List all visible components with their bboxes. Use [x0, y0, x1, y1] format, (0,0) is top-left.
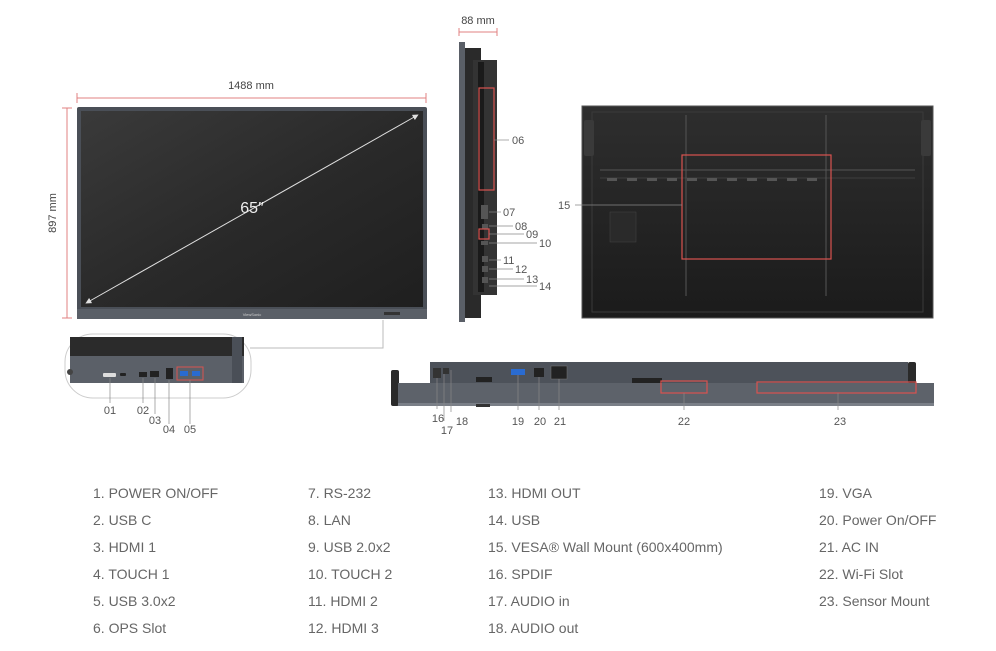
- legend-item: 20. Power On/OFF: [819, 512, 937, 528]
- vesa-mount-highlight: [681, 154, 832, 260]
- back-view: 15: [558, 105, 934, 319]
- legend-item: 13. HDMI OUT: [488, 485, 581, 501]
- side-view: 88 mm 06 07 08 09 10 11 12 13 14: [458, 15, 551, 322]
- legend-item: 4. TOUCH 1: [93, 566, 170, 582]
- callout-09: 09: [526, 229, 538, 241]
- callout-13: 13: [526, 274, 538, 286]
- callout-14: 14: [539, 281, 551, 293]
- callout-02: 02: [137, 405, 149, 417]
- callout-08: 08: [515, 221, 527, 233]
- callout-19: 19: [512, 416, 524, 428]
- legend-item: 11. HDMI 2: [308, 593, 378, 609]
- legend-item: 3. HDMI 1: [93, 539, 157, 555]
- callout-03: 03: [149, 415, 161, 427]
- usb-c-port-icon: [120, 373, 126, 376]
- callout-16: 16: [432, 413, 444, 425]
- hdmi1-port-icon: [139, 372, 147, 377]
- legend-column-2: 7. RS-232 8. LAN 9. USB 2.0x2 10. TOUCH …: [308, 484, 392, 646]
- legend-item: 12. HDMI 3: [308, 620, 379, 636]
- callout-05: 05: [184, 424, 196, 436]
- ops-slot-highlight: [478, 87, 495, 191]
- product-diagram: 1488 mm 897 mm ViewSonic 65″: [47, 15, 934, 437]
- legend-column-3: 13. HDMI OUT 14. USB 15. VESA® Wall Moun…: [488, 484, 723, 646]
- legend-item: 22. Wi-Fi Slot: [819, 566, 904, 582]
- callout-01: 01: [104, 405, 116, 417]
- callout-07: 07: [503, 207, 515, 219]
- legend-item: 1. POWER ON/OFF: [93, 485, 219, 501]
- callout-12: 12: [515, 264, 527, 276]
- callout-10: 10: [539, 238, 551, 250]
- legend-item: 6. OPS Slot: [93, 620, 167, 636]
- callout-20: 20: [534, 416, 546, 428]
- callout-21: 21: [554, 416, 566, 428]
- usb3-port-icon: [166, 368, 173, 379]
- diagonal-label: 65″: [240, 200, 264, 217]
- legend-item: 17. AUDIO in: [488, 593, 570, 609]
- legend-item: 10. TOUCH 2: [308, 566, 393, 582]
- legend-item: 23. Sensor Mount: [819, 593, 930, 609]
- depth-label: 88 mm: [461, 15, 495, 27]
- bottom-view: 16 17 18 19 20 21 22 23: [391, 362, 934, 437]
- diagonal-line: [85, 114, 419, 304]
- legend-item: 2. USB C: [93, 512, 152, 528]
- legend-item: 16. SPDIF: [488, 566, 553, 582]
- sensor-mount-highlight: [756, 381, 917, 394]
- back-panel: [581, 105, 934, 319]
- legend-item: 18. AUDIO out: [488, 620, 579, 636]
- legend-item: 7. RS-232: [308, 485, 372, 501]
- width-label: 1488 mm: [228, 80, 274, 92]
- brand-logo: ViewSonic: [243, 312, 262, 317]
- legend-column-1: 1. POWER ON/OFF 2. USB C 3. HDMI 1 4. TO…: [93, 484, 218, 646]
- port-legend: 1. POWER ON/OFF 2. USB C 3. HDMI 1 4. TO…: [0, 484, 996, 644]
- callout-11: 11: [503, 255, 514, 267]
- legend-item: 9. USB 2.0x2: [308, 539, 391, 555]
- power-button-icon: [103, 373, 116, 377]
- legend-item: 8. LAN: [308, 512, 351, 528]
- front-port-detail: 01 02 03 04 05: [64, 320, 384, 436]
- callout-18: 18: [456, 416, 468, 428]
- legend-item: 19. VGA: [819, 485, 872, 501]
- legend-column-4: 19. VGA 20. Power On/OFF 21. AC IN 22. W…: [819, 484, 936, 619]
- callout-22: 22: [678, 416, 690, 428]
- height-label: 897 mm: [47, 193, 59, 233]
- legend-item: 15. VESA® Wall Mount (600x400mm): [488, 539, 723, 555]
- legend-item: 14. USB: [488, 512, 541, 528]
- legend-item: 21. AC IN: [819, 539, 879, 555]
- touch1-port-icon: [150, 371, 159, 377]
- legend-item: 5. USB 3.0x2: [93, 593, 176, 609]
- callout-06: 06: [512, 135, 524, 147]
- callout-17: 17: [441, 425, 453, 437]
- front-view: 1488 mm 897 mm ViewSonic 65″: [47, 80, 427, 319]
- callout-23: 23: [834, 416, 846, 428]
- callout-15: 15: [558, 200, 570, 212]
- callout-04: 04: [163, 424, 175, 436]
